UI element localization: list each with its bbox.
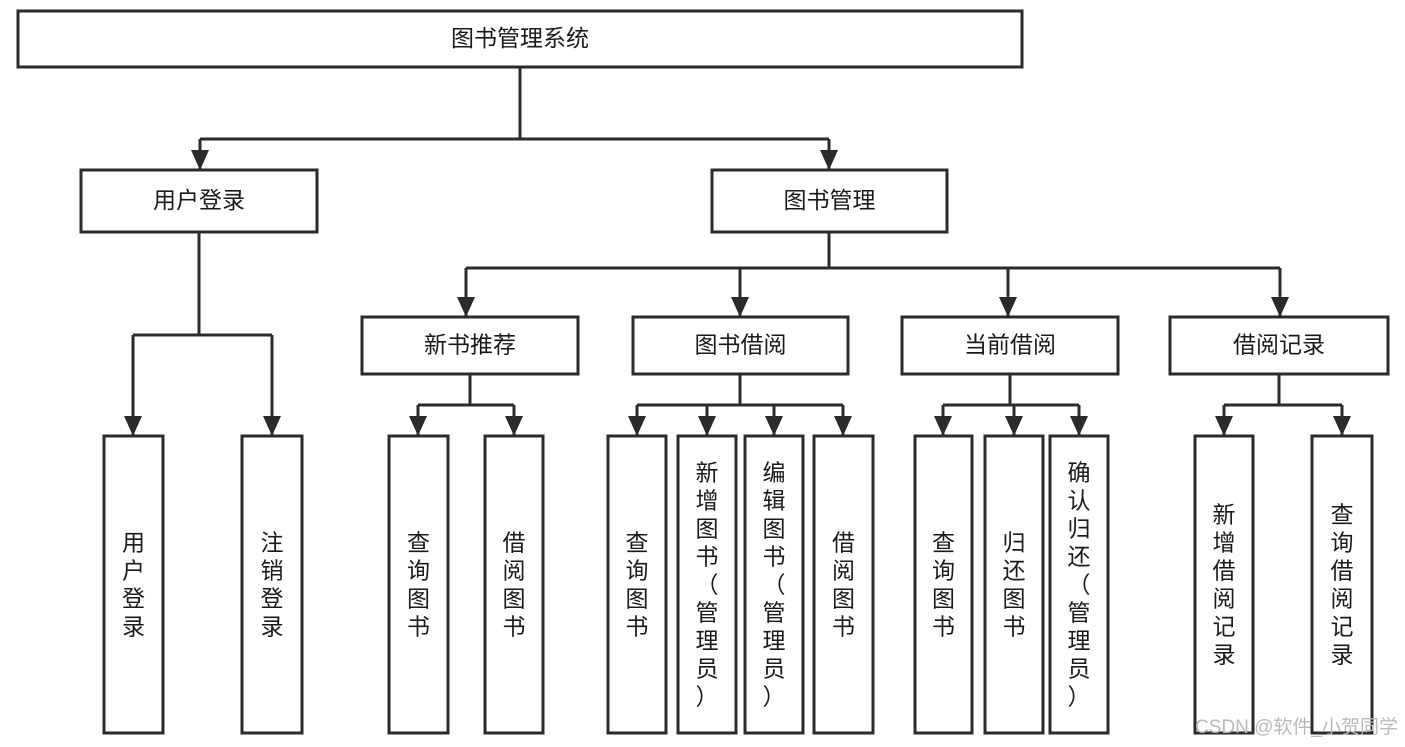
- csdn-watermark: CSDN @软件_小贺同学: [1195, 716, 1398, 738]
- node-box[interactable]: [79, 168, 319, 234]
- node-leaf-add-book-admin[interactable]: 新增图书（管理员）: [676, 434, 738, 735]
- node-box[interactable]: [743, 434, 805, 735]
- node-leaf-query-borrow-record[interactable]: 查询借阅记录: [1310, 434, 1374, 735]
- arrow-head: [124, 416, 142, 436]
- node-label: 图书借阅: [695, 332, 787, 358]
- arrow-head: [409, 416, 427, 436]
- arrow-head: [999, 297, 1017, 317]
- node-box[interactable]: [387, 434, 450, 735]
- node-box[interactable]: [676, 434, 738, 735]
- node-label: 查询图书: [407, 529, 430, 639]
- node-label: 查询图书: [932, 529, 955, 639]
- node-box[interactable]: [631, 315, 850, 376]
- node-box[interactable]: [16, 9, 1024, 69]
- node-label: 借阅记录: [1233, 332, 1325, 358]
- node-root[interactable]: 图书管理系统: [16, 9, 1024, 69]
- arrow-head: [1070, 416, 1088, 436]
- node-borrow-record[interactable]: 借阅记录: [1168, 315, 1390, 376]
- arrow-head: [457, 297, 475, 317]
- node-leaf-query-book-current[interactable]: 查询图书: [913, 434, 974, 735]
- connector-book-borrow-bus: [628, 374, 852, 436]
- arrow-head: [191, 150, 209, 170]
- node-layer: 图书管理系统用户登录图书管理新书推荐图书借阅当前借阅借阅记录用户登录注销登录查询…: [16, 9, 1390, 735]
- arrow-head: [765, 416, 783, 436]
- node-label: 图书管理: [784, 187, 876, 213]
- connector-user-login-bus: [124, 232, 281, 436]
- node-new-book-recommend[interactable]: 新书推荐: [360, 315, 580, 376]
- node-label: 注销登录: [261, 529, 284, 639]
- arrow-head: [263, 416, 281, 436]
- node-label: 新书推荐: [424, 332, 516, 358]
- node-leaf-user-login[interactable]: 用户登录: [102, 434, 165, 735]
- node-label: 归还图书: [1003, 529, 1026, 639]
- node-label: 编辑图书（管理员）: [763, 459, 786, 709]
- node-label: 借阅图书: [832, 529, 855, 639]
- node-box[interactable]: [1193, 434, 1255, 735]
- node-label: 用户登录: [153, 187, 245, 213]
- node-current-borrow[interactable]: 当前借阅: [900, 315, 1120, 376]
- node-box[interactable]: [360, 315, 580, 376]
- node-box[interactable]: [1168, 315, 1390, 376]
- node-leaf-add-borrow-record[interactable]: 新增借阅记录: [1193, 434, 1255, 735]
- node-box[interactable]: [240, 434, 304, 735]
- arrow-head: [505, 416, 523, 436]
- node-label: 当前借阅: [964, 332, 1056, 358]
- node-box[interactable]: [1048, 434, 1110, 735]
- arrow-head: [731, 297, 749, 317]
- node-box[interactable]: [483, 434, 545, 735]
- node-box[interactable]: [983, 434, 1045, 735]
- node-box[interactable]: [913, 434, 974, 735]
- connector-book-management-bus: [457, 232, 1289, 317]
- node-label: 确认归还（管理员）: [1068, 459, 1091, 709]
- arrow-head: [834, 416, 852, 436]
- node-leaf-logout[interactable]: 注销登录: [240, 434, 304, 735]
- node-box[interactable]: [900, 315, 1120, 376]
- connector-borrow-record-bus: [1215, 374, 1351, 436]
- connector-root-bus: [191, 67, 838, 170]
- node-box[interactable]: [710, 168, 949, 234]
- arrow-head: [628, 416, 646, 436]
- node-book-borrow[interactable]: 图书借阅: [631, 315, 850, 376]
- connector-new-book-bus: [409, 374, 523, 436]
- node-box[interactable]: [812, 434, 875, 735]
- node-leaf-edit-book-admin[interactable]: 编辑图书（管理员）: [743, 434, 805, 735]
- node-label: 用户登录: [122, 529, 145, 639]
- node-leaf-confirm-return-admin[interactable]: 确认归还（管理员）: [1048, 434, 1110, 735]
- arrow-head: [1333, 416, 1351, 436]
- arrow-head: [934, 416, 952, 436]
- node-leaf-query-book-rec[interactable]: 查询图书: [387, 434, 450, 735]
- node-box[interactable]: [102, 434, 165, 735]
- node-leaf-query-book-borrow[interactable]: 查询图书: [606, 434, 668, 735]
- node-box[interactable]: [1310, 434, 1374, 735]
- node-label: 查询图书: [626, 529, 649, 639]
- node-label: 新增借阅记录: [1213, 501, 1236, 667]
- node-user-login[interactable]: 用户登录: [79, 168, 319, 234]
- node-label: 图书管理系统: [451, 25, 589, 51]
- node-label: 新增图书（管理员）: [696, 459, 719, 709]
- node-book-management[interactable]: 图书管理: [710, 168, 949, 234]
- node-leaf-return-book[interactable]: 归还图书: [983, 434, 1045, 735]
- node-leaf-borrow-book[interactable]: 借阅图书: [812, 434, 875, 735]
- arrow-head: [1005, 416, 1023, 436]
- connector-layer: [124, 67, 1351, 436]
- node-label: 借阅图书: [503, 529, 526, 639]
- arrow-head: [1271, 297, 1289, 317]
- node-leaf-borrow-book-rec[interactable]: 借阅图书: [483, 434, 545, 735]
- connector-current-borrow-bus: [934, 374, 1088, 436]
- node-label: 查询借阅记录: [1331, 501, 1354, 667]
- arrow-head: [1215, 416, 1233, 436]
- arrow-head: [820, 150, 838, 170]
- arrow-head: [698, 416, 716, 436]
- node-box[interactable]: [606, 434, 668, 735]
